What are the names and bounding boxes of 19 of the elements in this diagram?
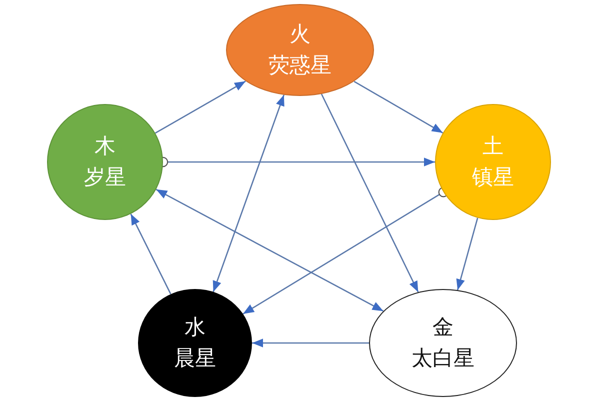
planet-name: 荧惑星 [268,52,332,79]
planet-name: 岁星 [84,164,126,191]
element-label: 木 [94,132,116,160]
element-label: 火 [290,20,310,48]
arrow [456,218,478,290]
arrow [252,338,369,348]
element-label: 土 [482,132,504,160]
arrow [320,94,419,292]
element-label: 金 [432,314,454,340]
planet-name: 晨星 [174,345,216,372]
arrow [130,214,172,294]
arrow [242,186,449,314]
planet-name: 太白星 [412,345,474,372]
arrow [212,94,285,292]
arrow [156,188,384,312]
planet-name: 镇星 [472,164,514,191]
arrow [154,80,246,134]
element-label: 水 [184,314,206,340]
arrow [354,80,444,134]
